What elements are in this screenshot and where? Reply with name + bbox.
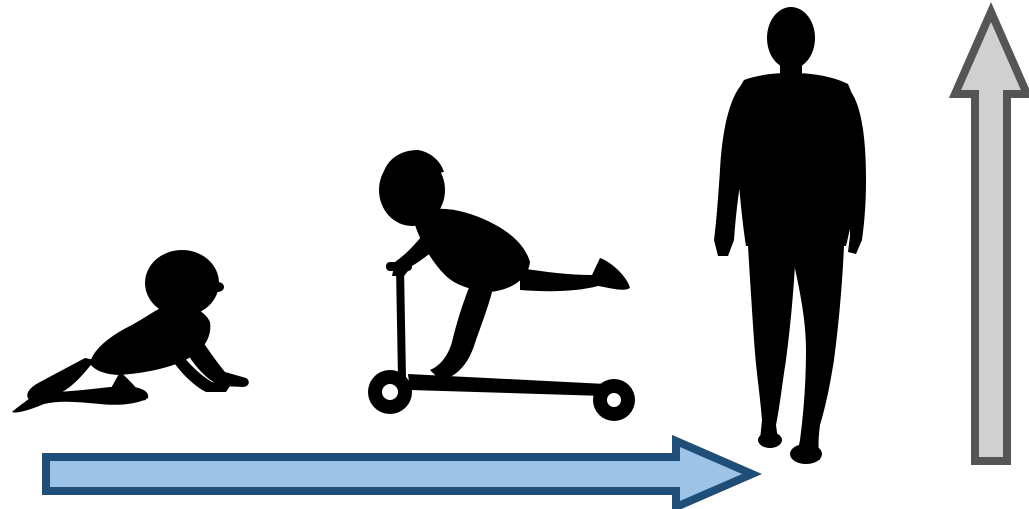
walking-man-icon xyxy=(714,7,866,464)
up-arrow-icon xyxy=(955,12,1027,461)
child-on-scooter-icon xyxy=(368,150,635,421)
crawling-baby-icon xyxy=(12,250,249,413)
right-arrow-icon xyxy=(46,441,752,507)
